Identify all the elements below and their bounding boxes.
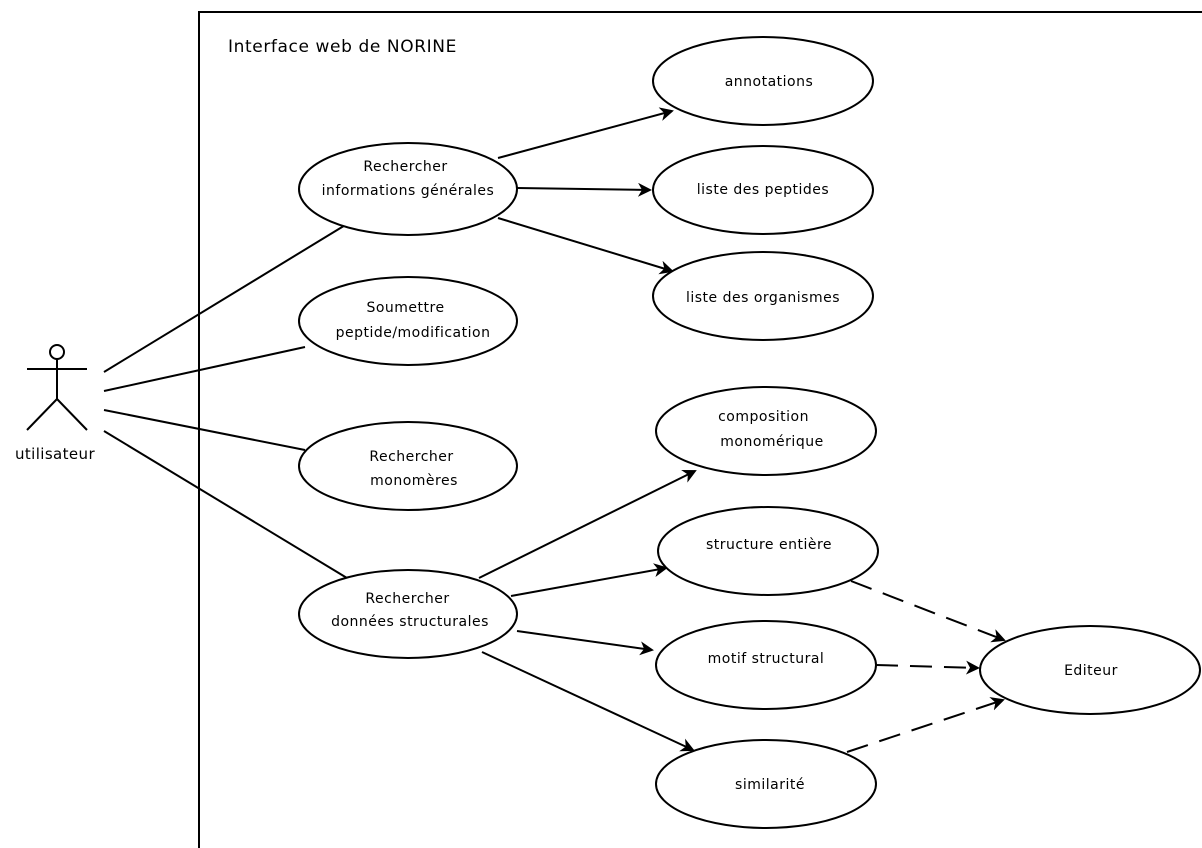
arrow-infos-peptides	[516, 182, 652, 197]
usecase-label: Rechercher monomères	[369, 449, 458, 489]
actor-right-leg	[56, 398, 88, 431]
arrow-structurales-structure	[510, 563, 668, 597]
usecase-label: motif structural	[708, 651, 825, 667]
usecase-label: Rechercher données structurales	[331, 591, 489, 630]
usecase-shape	[298, 569, 518, 659]
assoc-actor-rechercher-infos	[103, 223, 348, 373]
usecase-label: liste des peptides	[697, 182, 829, 198]
usecase-shape	[655, 620, 877, 710]
usecase-shape	[979, 625, 1201, 715]
usecase-label: Editeur	[1064, 663, 1118, 679]
actor-label: utilisateur	[15, 445, 96, 463]
system-boundary	[198, 11, 1202, 848]
arrow-structurales-motif	[516, 630, 654, 656]
usecase-shape	[655, 739, 877, 829]
usecase-rechercher-monomeres: Rechercher monomères	[298, 421, 518, 511]
usecase-shape	[298, 421, 518, 511]
usecase-soumettre: Soumettre peptide/modification	[298, 276, 518, 366]
usecase-liste-peptides: liste des peptides	[652, 145, 874, 235]
usecase-annotations: annotations	[652, 36, 874, 126]
usecase-composition: composition monomérique	[655, 386, 877, 476]
system-title: Interface web de NORINE	[228, 37, 457, 57]
usecase-shape	[298, 142, 518, 236]
assoc-actor-soumettre	[103, 346, 306, 392]
usecase-liste-organismes: liste des organismes	[652, 251, 874, 341]
usecase-rechercher-structurales: Rechercher données structurales	[298, 569, 518, 659]
usecase-label: composition monomérique	[718, 409, 824, 450]
usecase-shape	[298, 276, 518, 366]
usecase-label: liste des organismes	[686, 290, 840, 306]
usecase-shape	[652, 145, 874, 235]
usecase-rechercher-informations: Rechercher informations générales	[298, 142, 518, 236]
usecase-motif-structural: motif structural	[655, 620, 877, 710]
arrow-structurales-composition	[478, 470, 697, 579]
dashed-motif-editeur	[875, 660, 980, 675]
usecase-shape	[652, 36, 874, 126]
usecase-label: Rechercher informations générales	[322, 159, 495, 199]
usecase-shape	[657, 506, 879, 596]
usecase-editeur: Editeur	[979, 625, 1201, 715]
arrow-infos-organismes	[497, 217, 674, 275]
assoc-actor-rechercher-monomeres	[103, 409, 306, 451]
usecase-shape	[655, 386, 877, 476]
usecase-label: annotations	[725, 74, 814, 90]
actor-utilisateur: utilisateur	[15, 344, 96, 463]
actor-head	[49, 344, 65, 360]
dashed-similarite-editeur	[846, 697, 1005, 753]
usecase-similarite: similarité	[655, 739, 877, 829]
usecase-structure-entiere: structure entière	[657, 506, 879, 596]
actor-left-leg	[26, 398, 58, 431]
dashed-structure-editeur	[850, 580, 1006, 643]
usecase-label: structure entière	[706, 537, 832, 553]
arrow-structurales-similarite	[481, 651, 695, 752]
assoc-actor-rechercher-structurales	[103, 430, 348, 579]
usecase-shape	[652, 251, 874, 341]
arrow-infos-annotations	[497, 107, 674, 159]
usecase-label: similarité	[735, 777, 805, 793]
usecase-label: Soumettre peptide/modification	[336, 300, 491, 341]
